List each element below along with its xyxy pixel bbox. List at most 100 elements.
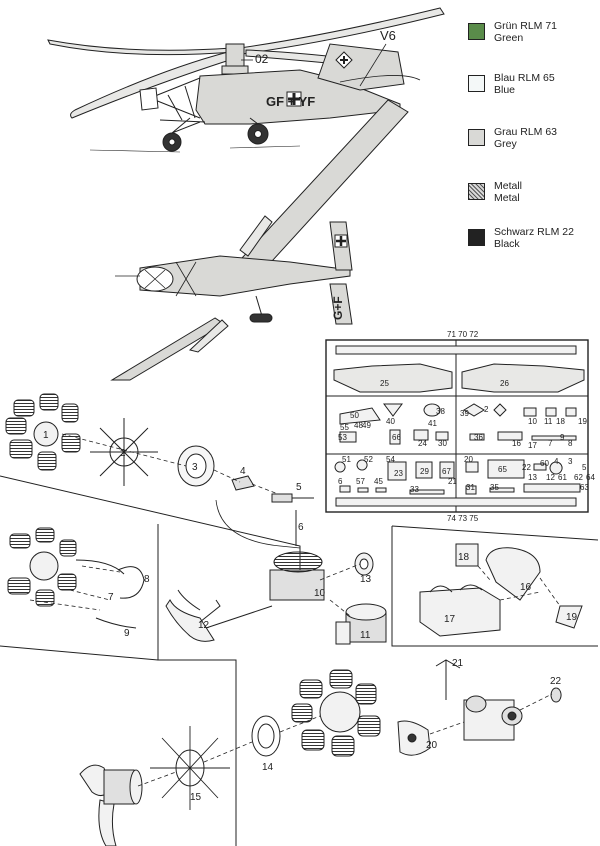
sprue-part-number: 6 bbox=[338, 477, 343, 486]
sprue-part-number: 11 bbox=[544, 417, 553, 426]
part-number: 8 bbox=[144, 574, 150, 585]
rotor-label: 02 bbox=[255, 52, 269, 66]
sprue-part-number: 31 bbox=[466, 483, 475, 492]
legend-label-en: Grey bbox=[494, 138, 517, 150]
sprue-part-number: 41 bbox=[428, 419, 437, 428]
part-number: 7 bbox=[108, 592, 114, 603]
step-gear bbox=[397, 659, 562, 756]
sprue-part-number: 60 bbox=[540, 459, 549, 468]
sprue-part-number: 52 bbox=[364, 455, 373, 464]
step-front bbox=[79, 669, 381, 846]
part-number: 11 bbox=[360, 630, 371, 641]
part-number: 6 bbox=[298, 522, 304, 533]
sprue-part-number: 63 bbox=[580, 483, 589, 492]
color-swatch bbox=[468, 183, 485, 200]
sprue-part-number: 19 bbox=[578, 417, 587, 426]
sprue-part-number: 2 bbox=[484, 405, 489, 414]
sprue-part-number: 24 bbox=[418, 439, 427, 448]
legend-label-en: Blue bbox=[494, 84, 516, 96]
part-number: 20 bbox=[426, 740, 438, 751]
sprue-part-number: 3 bbox=[568, 457, 573, 466]
sprue-part-number: 66 bbox=[392, 433, 401, 442]
sprue-part-number: 4 bbox=[554, 457, 559, 466]
sprue-part-number: 61 bbox=[558, 473, 567, 482]
sprue-part-number: 18 bbox=[556, 417, 565, 426]
sprue-part-number: 12 bbox=[546, 473, 555, 482]
part-number: 13 bbox=[360, 574, 372, 585]
legend-label-en: Black bbox=[494, 238, 520, 250]
sprue-part-number: 40 bbox=[386, 417, 395, 426]
sprue-part-number: 9 bbox=[560, 433, 565, 442]
part-number: 9 bbox=[124, 628, 130, 639]
registration-side: GF + YF bbox=[266, 94, 315, 109]
sprue-part-number: 23 bbox=[394, 469, 403, 478]
color-swatch bbox=[468, 129, 485, 146]
part-number: 21 bbox=[452, 658, 464, 669]
sprue-part-number: 30 bbox=[438, 439, 447, 448]
step-fuselage bbox=[419, 543, 583, 637]
part-number: 2 bbox=[120, 448, 126, 459]
sprue-part-number: 36 bbox=[474, 433, 483, 442]
sprue-part-number: 8 bbox=[568, 439, 573, 448]
legend-label-en: Metal bbox=[494, 192, 520, 204]
sprue-part-number: 25 bbox=[380, 379, 389, 388]
part-number: 12 bbox=[198, 620, 210, 631]
part-number: 5 bbox=[296, 482, 302, 493]
sprue-part-number: 13 bbox=[528, 473, 537, 482]
part-number: 1 bbox=[43, 430, 49, 441]
step-engine bbox=[5, 393, 314, 549]
sprue-part-number: 20 bbox=[464, 455, 473, 464]
sprue-part-number: 64 bbox=[586, 473, 595, 482]
color-swatch bbox=[468, 229, 485, 246]
part-number: 17 bbox=[444, 614, 456, 625]
legend-label-de: Grau RLM 63 bbox=[494, 126, 558, 138]
step-gear-labels: 20 21 22 bbox=[426, 658, 562, 751]
legend-label-de: Schwarz RLM 22 bbox=[494, 226, 574, 238]
sprue-part-number: 33 bbox=[410, 485, 419, 494]
sprue-part-number: 29 bbox=[420, 467, 429, 476]
sprue-top-numbers: 71 70 72 bbox=[447, 330, 479, 339]
registration-top: G+F bbox=[331, 296, 345, 320]
sprue-part-number: 49 bbox=[362, 421, 371, 430]
step-engine-alt-labels: 7 8 9 bbox=[108, 574, 150, 639]
legend-label-en: Green bbox=[494, 32, 524, 44]
part-number: 15 bbox=[190, 792, 202, 803]
color-swatch bbox=[468, 23, 485, 40]
sprue-part-number: 57 bbox=[356, 477, 365, 486]
part-number: 22 bbox=[550, 676, 562, 687]
sprue-bottom-numbers: 74 73 75 bbox=[447, 514, 479, 523]
part-number: 18 bbox=[458, 552, 470, 563]
sprue-part-number: 54 bbox=[386, 455, 395, 464]
legend-label-de: Metall bbox=[494, 180, 523, 192]
side-view-helicopter bbox=[47, 7, 445, 153]
part-number: 16 bbox=[520, 582, 532, 593]
sprue-part-number: 39 bbox=[460, 409, 469, 418]
sprue-part-number: 7 bbox=[548, 439, 553, 448]
sprue-part-number: 45 bbox=[374, 477, 383, 486]
sprue-part-number: 21 bbox=[448, 477, 457, 486]
color-swatch bbox=[468, 75, 485, 92]
sprue-part-number: 48 bbox=[354, 421, 363, 430]
sprue-part-number: 16 bbox=[512, 439, 521, 448]
sprue-part-number: 53 bbox=[338, 433, 347, 442]
sprue-part-number: 38 bbox=[436, 407, 445, 416]
sprue-part-number: 5 bbox=[582, 463, 587, 472]
part-number: 3 bbox=[192, 462, 198, 473]
section-frames bbox=[0, 475, 599, 846]
